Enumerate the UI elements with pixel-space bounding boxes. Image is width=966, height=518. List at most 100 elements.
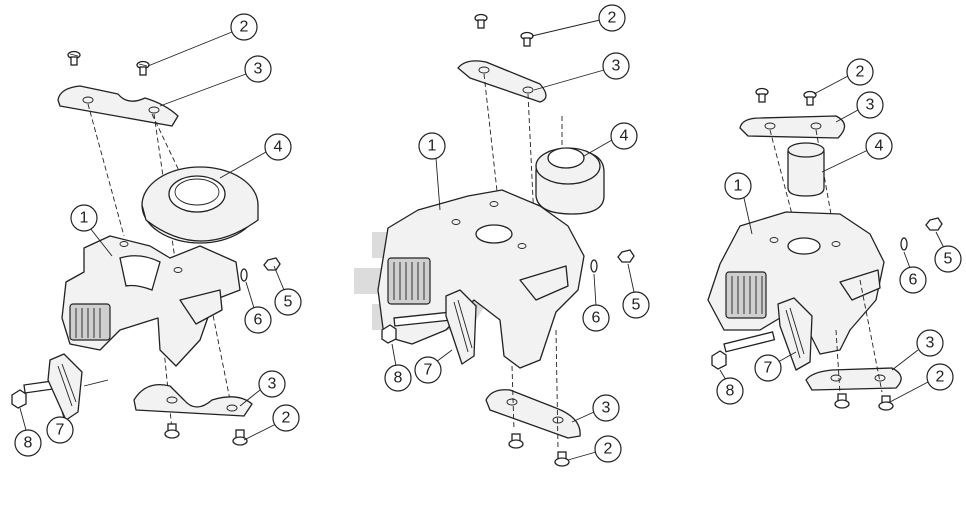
svg-text:7: 7	[764, 360, 773, 377]
callout-part-3: 3	[244, 55, 272, 83]
screw-top-right	[520, 31, 534, 47]
callout-part-4: 4	[865, 132, 893, 160]
callout-part-3: 3	[916, 329, 944, 357]
callout-part-6: 6	[899, 266, 927, 294]
svg-text:1: 1	[428, 138, 437, 155]
svg-text:1: 1	[80, 210, 89, 227]
svg-text:8: 8	[394, 370, 403, 387]
callout-part-2: 2	[594, 435, 622, 463]
svg-text:8: 8	[726, 383, 735, 400]
mounting-bracket	[777, 297, 813, 371]
svg-text:3: 3	[254, 61, 263, 78]
right-assembly	[707, 87, 943, 411]
svg-text:4: 4	[620, 128, 629, 145]
bottom-clamp-plate	[805, 367, 902, 391]
callout-part-4: 4	[264, 133, 292, 161]
callout-layer: 2 3 4 1 5 6 3 2 7 8 2 3 4 1 6 5 8 7	[14, 4, 962, 463]
callout-part-8: 8	[384, 364, 412, 392]
washer	[900, 237, 908, 251]
callout-part-2: 2	[926, 363, 954, 391]
screw-bottom-left	[834, 393, 850, 409]
svg-text:6: 6	[592, 310, 601, 327]
callout-part-2: 2	[598, 4, 626, 32]
bearing	[535, 147, 605, 215]
svg-text:5: 5	[284, 294, 293, 311]
callout-part-5: 5	[934, 245, 962, 273]
screw-bottom-right	[232, 429, 248, 446]
callout-part-2: 2	[230, 13, 258, 41]
callout-part-7: 7	[46, 416, 74, 444]
sleeve	[787, 142, 825, 197]
top-clamp-plate	[57, 85, 179, 127]
housing	[377, 189, 585, 369]
callout-part-3: 3	[602, 52, 630, 80]
housing	[61, 235, 241, 367]
bottom-clamp-plate	[133, 383, 253, 417]
mounting-bracket	[445, 289, 477, 365]
screw-top-right	[136, 60, 150, 76]
svg-text:6: 6	[909, 272, 918, 289]
screw-bottom-left	[164, 423, 180, 439]
svg-text:3: 3	[926, 335, 935, 352]
svg-text:2: 2	[856, 64, 865, 81]
top-clamp-plate	[457, 60, 547, 103]
top-clamp-plate	[739, 115, 846, 139]
middle-assembly	[377, 13, 635, 467]
svg-text:7: 7	[56, 422, 65, 439]
svg-text:5: 5	[944, 251, 953, 268]
svg-text:3: 3	[268, 376, 277, 393]
svg-text:3: 3	[602, 400, 611, 417]
svg-text:2: 2	[604, 441, 613, 458]
callout-part-8: 8	[716, 377, 744, 405]
callout-part-5: 5	[622, 291, 650, 319]
bolt	[381, 311, 450, 344]
screw-bottom-left	[508, 433, 524, 449]
callout-part-6: 6	[244, 306, 272, 334]
callout-part-1: 1	[70, 204, 98, 232]
screw-top-left	[755, 87, 769, 103]
svg-text:4: 4	[875, 138, 884, 155]
nut	[925, 217, 943, 231]
washer	[240, 268, 248, 282]
bearing	[141, 166, 259, 244]
callout-part-4: 4	[610, 122, 638, 150]
callout-part-8: 8	[14, 429, 42, 457]
left-assembly	[11, 50, 281, 446]
svg-text:3: 3	[866, 97, 875, 114]
callout-part-3: 3	[258, 370, 286, 398]
callout-part-5: 5	[274, 288, 302, 316]
bolt	[711, 331, 776, 370]
callout-part-6: 6	[582, 304, 610, 332]
screw-bottom-right	[554, 451, 570, 467]
housing	[707, 211, 885, 355]
svg-text:3: 3	[612, 58, 621, 75]
svg-text:2: 2	[936, 369, 945, 386]
svg-text:8: 8	[24, 435, 33, 452]
washer	[590, 259, 598, 273]
svg-text:4: 4	[274, 139, 283, 156]
callout-part-7: 7	[414, 356, 442, 384]
screw-top-left	[67, 50, 81, 66]
svg-text:6: 6	[254, 312, 263, 329]
svg-text:7: 7	[424, 362, 433, 379]
callout-part-1: 1	[724, 172, 752, 200]
screw-bottom-right	[878, 395, 894, 411]
callout-part-2: 2	[846, 58, 874, 86]
screw-top-right	[803, 90, 817, 106]
callout-part-3: 3	[856, 91, 884, 119]
callout-part-7: 7	[754, 354, 782, 382]
callout-part-2: 2	[272, 404, 300, 432]
callout-part-1: 1	[418, 132, 446, 160]
svg-text:2: 2	[282, 410, 291, 427]
bottom-clamp-plate	[485, 389, 581, 439]
svg-text:2: 2	[608, 10, 617, 27]
mounting-bracket	[47, 353, 109, 421]
callout-part-3: 3	[592, 394, 620, 422]
svg-text:2: 2	[240, 19, 249, 36]
svg-text:5: 5	[632, 297, 641, 314]
svg-text:1: 1	[734, 178, 743, 195]
nut	[263, 257, 281, 271]
screw-top-left	[474, 13, 488, 29]
nut	[617, 249, 635, 263]
